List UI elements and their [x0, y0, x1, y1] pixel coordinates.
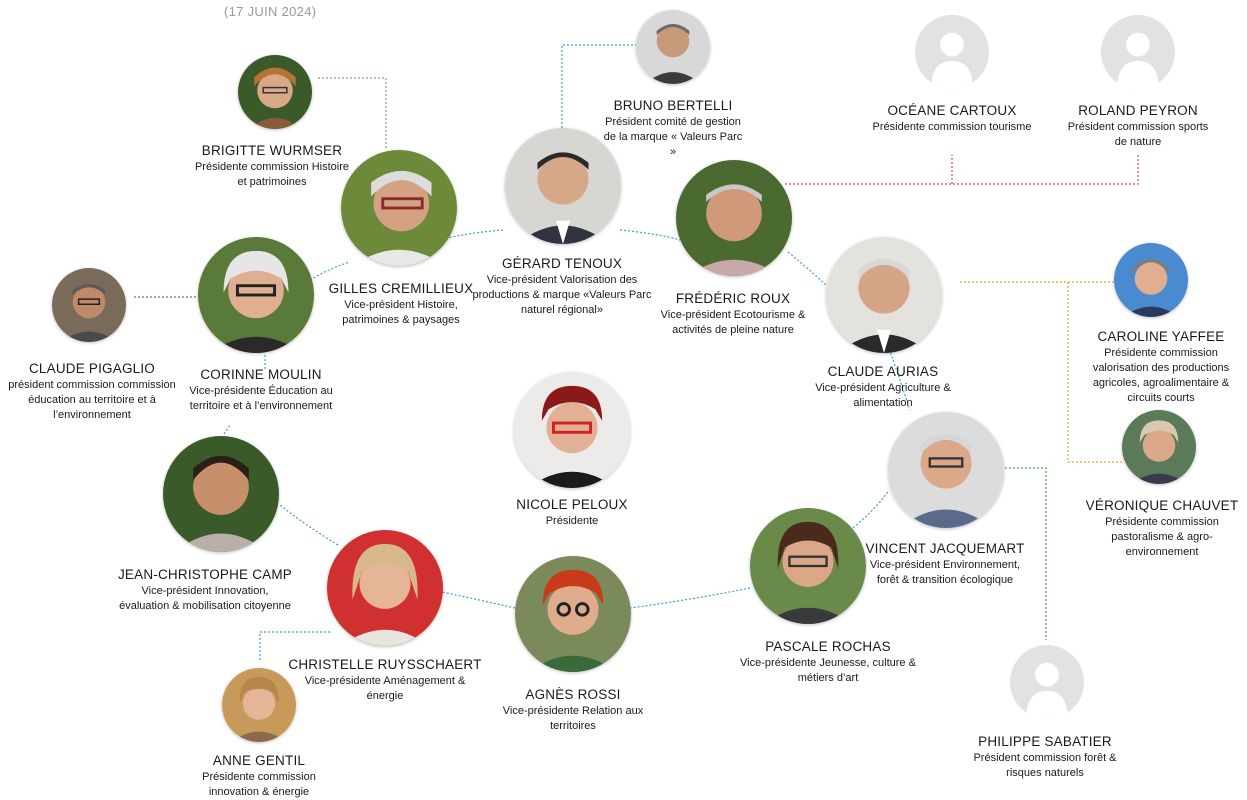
- photo-claudea: [826, 237, 942, 353]
- placeholder-avatar-icon: [915, 15, 989, 89]
- person-name: CLAUDE AURIAS: [827, 364, 939, 379]
- photo-veronique: [1122, 410, 1196, 484]
- label-caroline: CAROLINE YAFFEE Présidente commission va…: [1077, 328, 1245, 406]
- photo-caroline: [1114, 243, 1188, 317]
- label-philippe: PHILIPPE SABATIER Président commission f…: [970, 733, 1120, 781]
- person-name: GILLES CREMILLIEUX: [328, 281, 474, 296]
- link-pascale-agnes: [629, 587, 751, 609]
- photo-agnes: [515, 556, 631, 672]
- person-name: OCÉANE CARTOUX: [887, 103, 1017, 118]
- person-name: GÉRARD TENOUX: [501, 256, 623, 271]
- photo-frederic: [676, 160, 792, 276]
- label-pascale: PASCALE ROCHAS Vice-présidente Jeunesse,…: [728, 638, 928, 686]
- label-brigitte: BRIGITTE WURMSER Présidente commission H…: [192, 142, 352, 190]
- label-agnes: AGNÈS ROSSI Vice-présidente Relation aux…: [498, 686, 648, 734]
- label-nicole: NICOLE PELOUX Présidente: [502, 496, 642, 529]
- person-title: Président comité de gestion de la marque…: [603, 116, 743, 158]
- person-title: Présidente commission Histoire et patrim…: [194, 161, 350, 188]
- link-christelle-jeanc: [279, 504, 339, 546]
- person-title: Vice-président Histoire, patrimoines & p…: [342, 299, 460, 326]
- person-title: Vice-présidente Jeunesse, culture & méti…: [740, 657, 916, 684]
- photo-vincent: [888, 412, 1004, 528]
- person-title: Président commission sports de nature: [1067, 121, 1209, 148]
- person-name: VINCENT JACQUEMART: [865, 541, 1025, 556]
- photo-bruno: [636, 10, 710, 84]
- person-title: Présidente commission valorisation des p…: [1092, 347, 1230, 404]
- person-name: CLAUDE PIGAGLIO: [28, 361, 156, 376]
- person-title: Vice-président Ecotourisme & activités d…: [660, 309, 806, 336]
- photo-christelle: [327, 530, 443, 646]
- link-gerard-frederic: [619, 229, 681, 241]
- person-title: Présidente commission tourisme: [872, 121, 1032, 133]
- link-vincent-pascale: [849, 491, 889, 531]
- person-name: JEAN-CHRISTOPHE CAMP: [117, 567, 293, 582]
- link-frederic-claudea: [787, 251, 827, 286]
- photo-pascale: [750, 508, 866, 624]
- link-agnes-christelle: [441, 591, 516, 609]
- label-claudep: CLAUDE PIGAGLIO président commission com…: [6, 360, 178, 423]
- label-roland: ROLAND PEYRON Président commission sport…: [1066, 102, 1210, 150]
- label-corinne: CORINNE MOULIN Vice-présidente Éducation…: [181, 366, 341, 414]
- link-frederic-commissions: [785, 155, 1139, 185]
- label-gilles: GILLES CREMILLIEUX Vice-président Histoi…: [326, 280, 476, 328]
- label-claudea: CLAUDE AURIAS Vice-président Agriculture…: [798, 363, 968, 411]
- person-title: Vice-présidente Aménagement & énergie: [304, 675, 466, 702]
- label-jeanc: JEAN-CHRISTOPHE CAMP Vice-président Inno…: [116, 566, 294, 614]
- photo-anne: [222, 668, 296, 742]
- link-corinne-gilles: [309, 261, 351, 281]
- photo-gilles: [341, 150, 457, 266]
- label-frederic: FRÉDÉRIC ROUX Vice-président Ecotourisme…: [650, 290, 816, 338]
- person-name: PASCALE ROCHAS: [765, 639, 891, 654]
- person-name: PHILIPPE SABATIER: [978, 734, 1112, 749]
- person-title: Vice-président Environnement, forêt & tr…: [869, 559, 1021, 586]
- photo-jeanc: [163, 436, 279, 552]
- person-title: Présidente commission innovation & énerg…: [202, 771, 316, 798]
- photo-brigitte: [238, 55, 312, 129]
- placeholder-avatar-icon: [1010, 645, 1084, 719]
- person-name: FRÉDÉRIC ROUX: [675, 291, 791, 306]
- person-title: Présidente: [545, 515, 599, 527]
- label-anne: ANNE GENTIL Présidente commission innova…: [184, 752, 334, 800]
- person-name: VÉRONIQUE CHAUVET: [1085, 498, 1239, 513]
- person-name: NICOLE PELOUX: [516, 497, 628, 512]
- label-veronique: VÉRONIQUE CHAUVET Présidente commission …: [1082, 497, 1242, 560]
- photo-gerard: [505, 128, 621, 244]
- person-name: CORINNE MOULIN: [200, 367, 322, 382]
- date-label: (17 JUIN 2024): [224, 4, 317, 19]
- person-title: Vice-président Valorisation des producti…: [472, 274, 652, 316]
- person-name: ANNE GENTIL: [212, 753, 306, 768]
- person-name: CAROLINE YAFFEE: [1097, 329, 1225, 344]
- person-title: Vice-présidente Éducation au territoire …: [189, 385, 333, 412]
- label-gerard: GÉRARD TENOUX Vice-président Valorisatio…: [472, 255, 652, 318]
- label-bruno: BRUNO BERTELLI Président comité de gesti…: [603, 97, 743, 160]
- link-gilles-brigitte: [318, 77, 387, 150]
- person-name: BRIGITTE WURMSER: [201, 143, 343, 158]
- person-title: Vice-présidente Relation aux territoires: [502, 705, 644, 732]
- person-name: AGNÈS ROSSI: [525, 687, 621, 702]
- person-title: Présidente commission pastoralisme & agr…: [1105, 516, 1219, 558]
- link-jeanc-corinne: [223, 424, 231, 435]
- person-title: Vice-président Innovation, évaluation & …: [119, 585, 291, 612]
- person-title: Président commission forêt & risques nat…: [973, 752, 1117, 779]
- label-oceane: OCÉANE CARTOUX Présidente commission tou…: [872, 102, 1032, 135]
- person-title: Vice-président Agriculture & alimentatio…: [815, 382, 951, 409]
- person-name: ROLAND PEYRON: [1078, 103, 1198, 118]
- person-title: président commission commission éducatio…: [8, 379, 176, 421]
- person-name: BRUNO BERTELLI: [613, 98, 733, 113]
- person-name: CHRISTELLE RUYSSCHAERT: [288, 657, 482, 672]
- placeholder-avatar-icon: [1101, 15, 1175, 89]
- photo-corinne: [198, 237, 314, 353]
- photo-nicole: [514, 372, 630, 488]
- photo-claudep: [52, 268, 126, 342]
- label-christelle: CHRISTELLE RUYSSCHAERT Vice-présidente A…: [288, 656, 482, 704]
- label-vincent: VINCENT JACQUEMART Vice-président Enviro…: [860, 540, 1030, 588]
